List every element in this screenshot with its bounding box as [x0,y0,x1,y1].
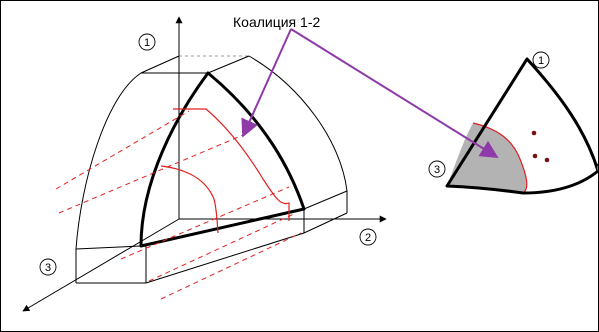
point-marker [544,157,550,163]
coalition-curves [160,108,290,234]
axis-3-line [22,218,180,312]
arrow-to-right-figure [290,28,499,158]
arrow-to-left-figure [241,28,292,138]
body-outline [75,55,348,284]
vertex-3-label: 3 [428,160,446,178]
svg-text:2: 2 [365,232,371,244]
svg-text:1: 1 [144,37,150,49]
point-marker [532,153,538,159]
vertex-2-partial-circle [596,163,598,173]
coalition-region [447,123,527,193]
simplex-outline [445,57,598,195]
vertex-1-label: 1 [532,51,550,69]
axis-2-label: 2 [359,228,377,246]
coalition-boundary [472,122,528,194]
axis-3-label: 3 [39,258,57,276]
right-simplex [445,57,598,195]
svg-text:1: 1 [538,55,544,67]
point-marker [531,130,537,136]
axis-1-label: 1 [138,33,156,51]
coalition-title: Коалиция 1-2 [233,14,320,30]
annotation-arrows [241,28,499,158]
front-simplex-face [139,71,306,248]
hidden-edges [140,55,249,74]
svg-text:3: 3 [45,262,51,274]
svg-text:3: 3 [434,164,440,176]
dashed-parallel-lines [55,110,302,300]
